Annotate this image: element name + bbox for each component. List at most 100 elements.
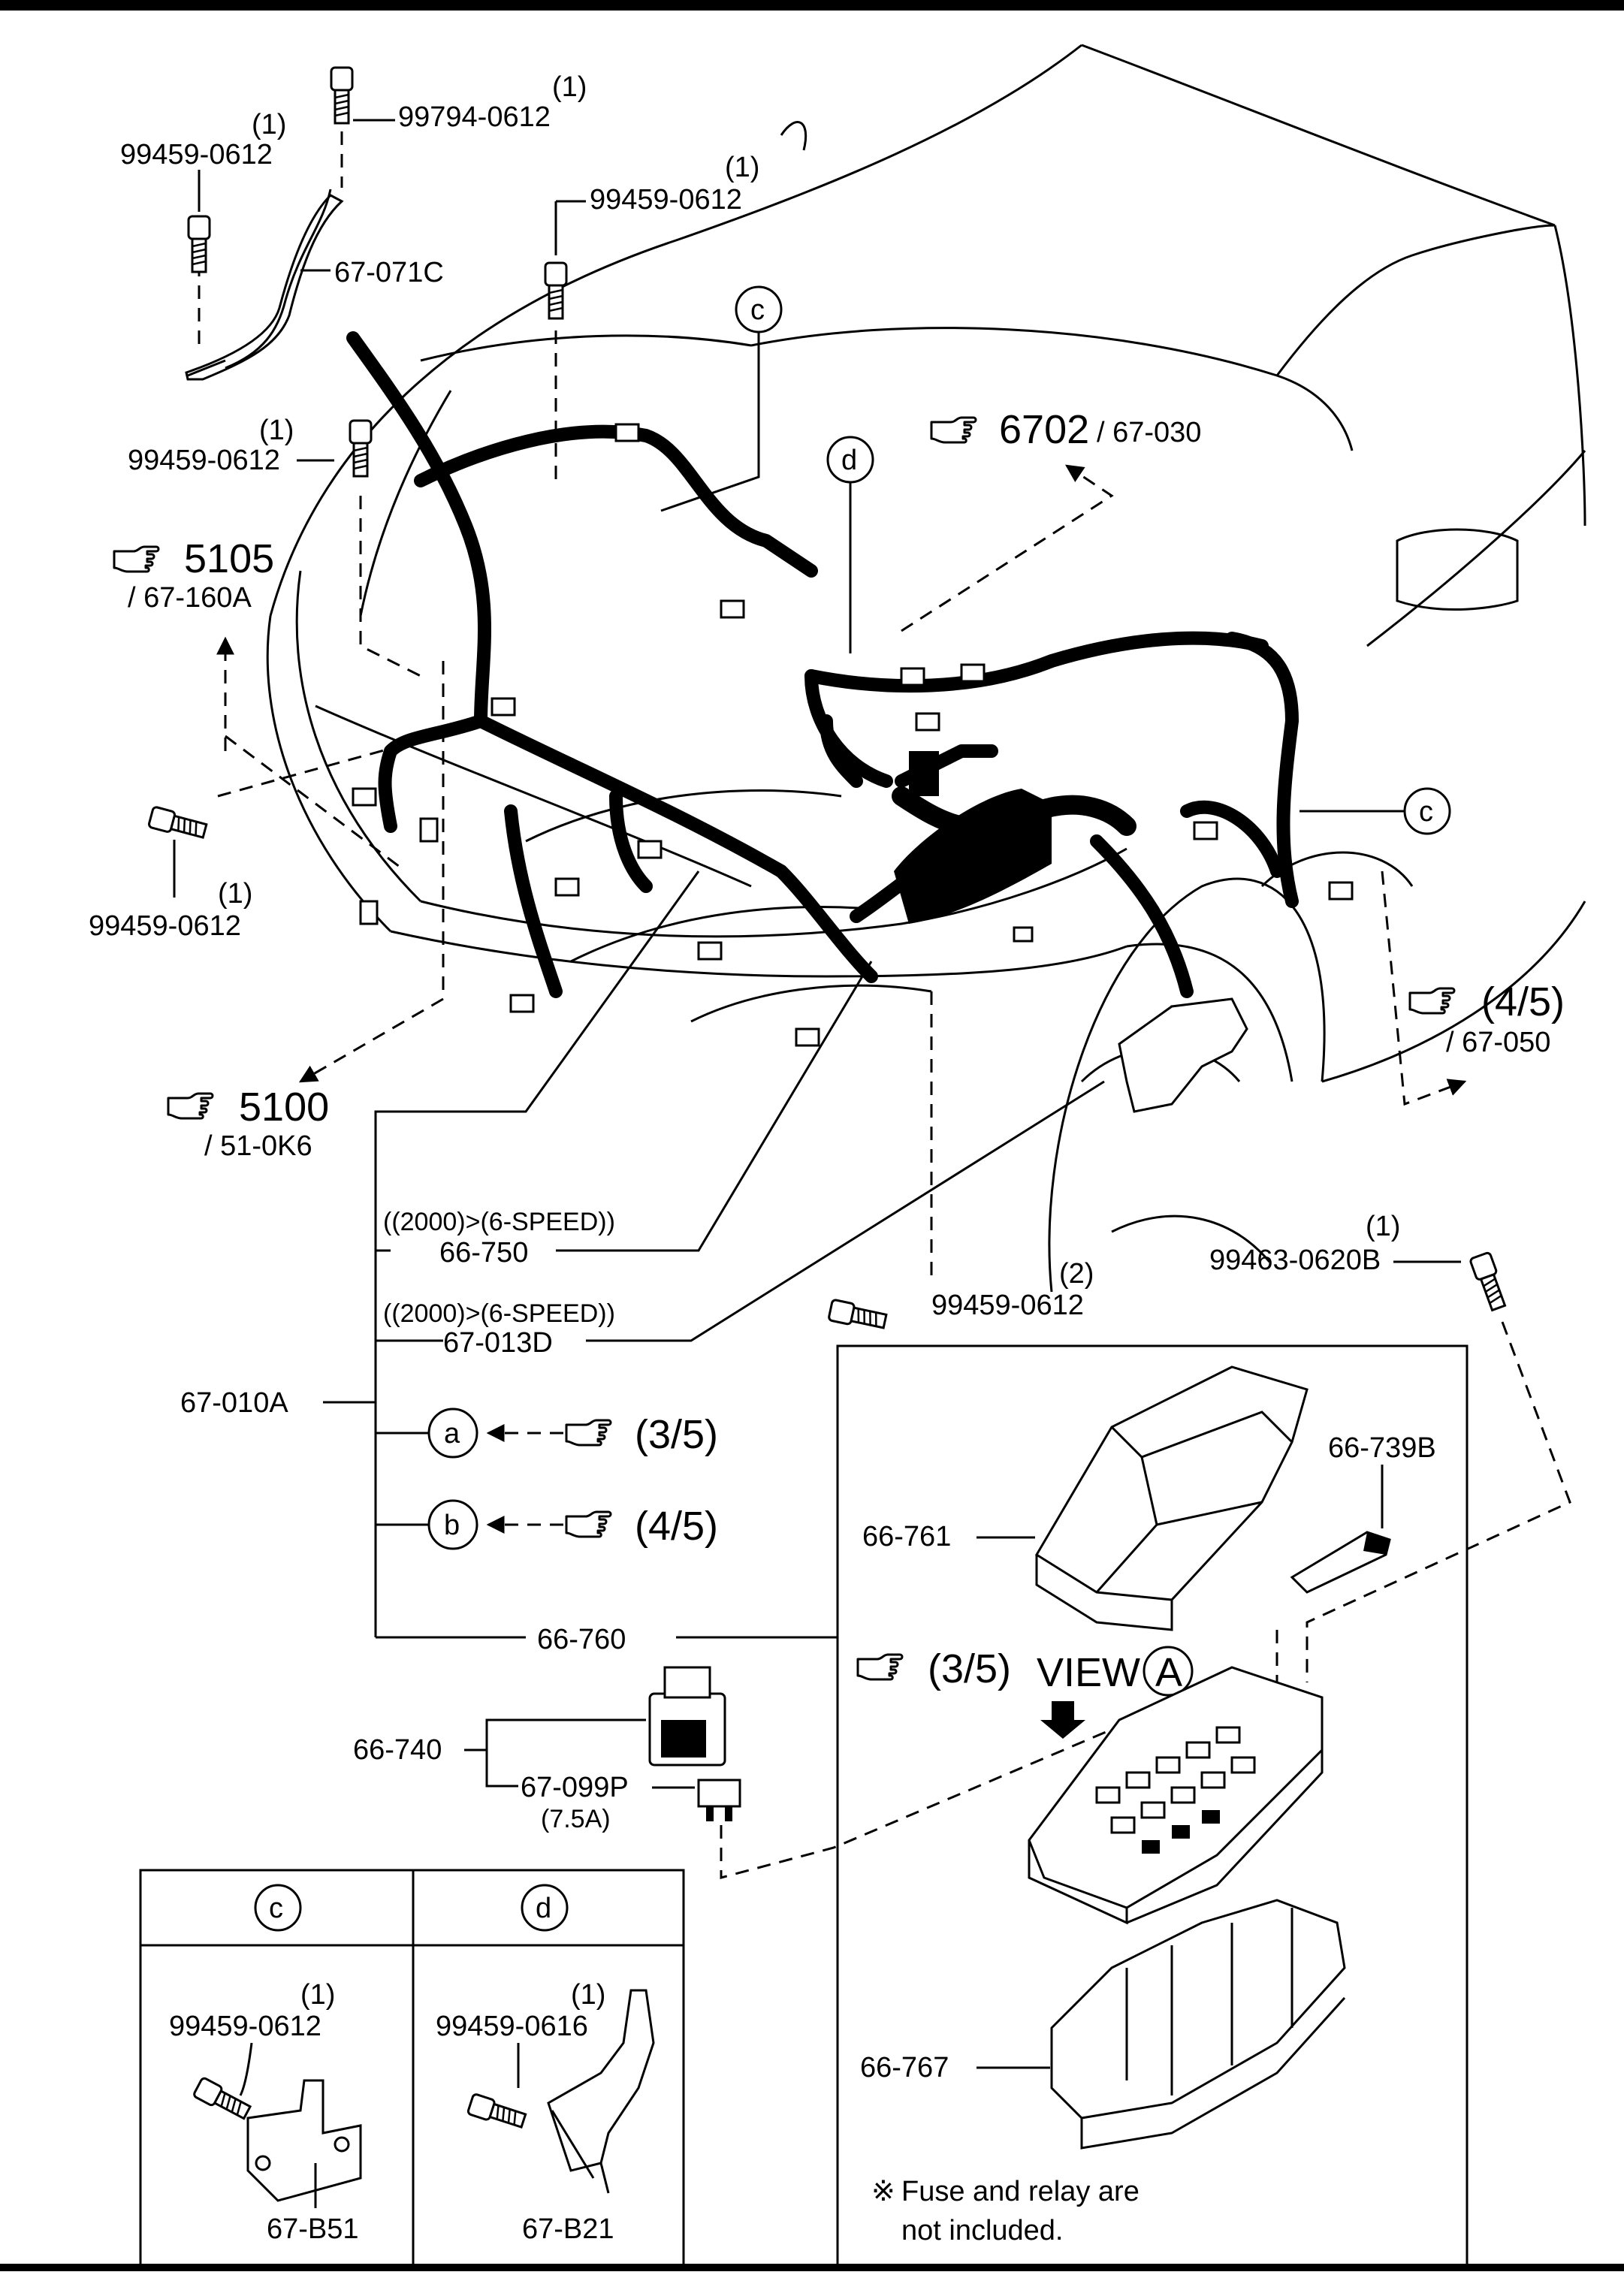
bolt-tl-pn: 99459-0612 bbox=[120, 139, 273, 170]
ref-5105: 5105 / 67-160A bbox=[113, 536, 274, 614]
bolt-tc-pn: 99459-0612 bbox=[590, 184, 742, 216]
ref-6702: 6702 / 67-030 bbox=[930, 407, 1201, 452]
fuse-67-099p bbox=[697, 1779, 741, 1821]
fuse-puller-66-739b bbox=[1290, 1531, 1391, 1594]
pn-66-761: 66-761 bbox=[862, 1521, 951, 1552]
fuse-relay-note: ※ Fuse and relay are not included. bbox=[871, 2176, 1140, 2246]
detail-c-header: c bbox=[269, 1893, 283, 1924]
callout-c-top: c bbox=[735, 285, 783, 333]
pn-67-013d: 67-013D bbox=[443, 1327, 553, 1359]
detail-c-bolt-qty: (1) bbox=[300, 1979, 335, 2011]
bolt-tl-qty: (1) bbox=[252, 109, 286, 140]
svg-text:d: d bbox=[841, 445, 857, 476]
ref-4-5-right: (4/5) / 67-050 bbox=[1408, 979, 1565, 1058]
svg-text:c: c bbox=[750, 294, 765, 326]
ref-b: b (4/5) bbox=[427, 1499, 718, 1550]
bolt-fr-pn: 99463-0620B bbox=[1209, 1245, 1381, 1276]
ref-6702-page: / 67-030 bbox=[1097, 417, 1201, 448]
detail-c: c (1) 99459-0612 67-B51 bbox=[169, 1884, 362, 2245]
pointing-hand-icon bbox=[1408, 987, 1456, 1015]
fuse-block-body bbox=[1028, 1666, 1324, 1925]
pointing-hand-icon bbox=[930, 416, 977, 444]
pn-66-750: 66-750 bbox=[439, 1237, 528, 1269]
view-word: VIEW bbox=[1037, 1650, 1140, 1695]
pn-66-767: 66-767 bbox=[860, 2052, 949, 2083]
ref-5100-page: / 51-0K6 bbox=[204, 1130, 312, 1162]
bolt-fr-qty: (1) bbox=[1366, 1211, 1400, 1242]
detail-d-bolt-icon bbox=[466, 2092, 528, 2132]
note-line-2: not included. bbox=[901, 2215, 1064, 2246]
bolt-ml-pn: 99459-0612 bbox=[128, 445, 280, 476]
relay-fuse-labels: 66-740 67-099P (7.5A) bbox=[353, 1718, 1135, 1879]
engine-fuse-block bbox=[894, 751, 1052, 924]
fuse-box-cover-66-761 bbox=[1034, 1365, 1309, 1631]
pn-67-010a: 67-010A bbox=[180, 1387, 288, 1419]
ref-a-fraction: (3/5) bbox=[635, 1412, 718, 1457]
bolt-99459-tl-icon bbox=[187, 215, 211, 273]
ref-4-5-fraction: (4/5) bbox=[1481, 979, 1565, 1024]
bolt-99794-icon bbox=[330, 66, 354, 125]
pn-66-740: 66-740 bbox=[353, 1734, 442, 1766]
bracket-67-071c bbox=[185, 194, 344, 381]
svg-text:b: b bbox=[444, 1510, 460, 1541]
bolt-99463-icon bbox=[1469, 1251, 1510, 1313]
pointing-hand-icon bbox=[856, 1653, 904, 1681]
fuse-box-panel bbox=[836, 1344, 1469, 2267]
ref-5105-page: / 67-160A bbox=[128, 582, 252, 614]
callout-c-right: c bbox=[1403, 787, 1451, 835]
bolt-fb-qty: (2) bbox=[1059, 1258, 1094, 1290]
bolt-ml-qty: (1) bbox=[259, 415, 294, 446]
ref-6702-number: 6702 bbox=[999, 407, 1089, 452]
bolt-tc-qty: (1) bbox=[725, 152, 759, 183]
tree-leaders bbox=[323, 870, 1105, 1639]
bolt-99459-tc-icon bbox=[544, 261, 568, 320]
pointing-hand-icon bbox=[565, 1510, 612, 1538]
pn-67-099p: 67-099P bbox=[521, 1772, 629, 1803]
ref-a: a (3/5) bbox=[427, 1408, 718, 1459]
vehicle-outline bbox=[266, 44, 1586, 1293]
bolt-99459-fb-icon bbox=[827, 1298, 889, 1333]
bolt-99459-ml-icon bbox=[349, 419, 373, 478]
bolt-fb-pn: 99459-0612 bbox=[931, 1290, 1084, 1321]
condition-67-013d: ((2000)>(6-SPEED)) bbox=[383, 1299, 615, 1328]
bolt-99459-ll-icon bbox=[146, 805, 209, 843]
view-ref-fraction: (3/5) bbox=[928, 1646, 1011, 1691]
harness-connectors bbox=[352, 423, 1354, 1047]
pn-66-739b: 66-739B bbox=[1328, 1432, 1436, 1464]
detail-d: d (1) 99459-0616 67-B21 bbox=[436, 1884, 655, 2245]
bottom-border bbox=[0, 2264, 1624, 2271]
detail-d-bolt-pn: 99459-0616 bbox=[436, 2011, 588, 2042]
top-border bbox=[0, 0, 1624, 11]
solid-down-arrow-icon bbox=[1040, 1701, 1085, 1739]
fuse-rating: (7.5A) bbox=[541, 1805, 611, 1833]
bolt-ll-pn: 99459-0612 bbox=[89, 910, 241, 942]
fuse-box-lower-case-66-767 bbox=[1050, 1899, 1346, 2150]
view-a-header: (3/5) VIEW A bbox=[856, 1646, 1194, 1739]
bracket-67-071c-label: 67-071C bbox=[334, 257, 444, 288]
callout-lines bbox=[173, 131, 1571, 1697]
detail-c-bolt-icon bbox=[192, 2076, 253, 2123]
note-mark: ※ bbox=[871, 2176, 895, 2207]
svg-text:a: a bbox=[444, 1418, 460, 1450]
detail-d-part: 67-B21 bbox=[522, 2213, 614, 2245]
bolt-top-pn: 99794-0612 bbox=[398, 101, 551, 133]
note-line-1: Fuse and relay are bbox=[901, 2176, 1140, 2207]
part-labels: (1) 99794-0612 (1) 99459-0612 67-071C (1… bbox=[89, 71, 1461, 1655]
pointing-hand-icon bbox=[167, 1092, 214, 1120]
detail-d-bolt-qty: (1) bbox=[571, 1979, 605, 2011]
detail-d-header: d bbox=[536, 1893, 551, 1924]
bolt-top-qty: (1) bbox=[552, 71, 587, 103]
condition-66-750: ((2000)>(6-SPEED)) bbox=[383, 1208, 615, 1236]
callout-d: d bbox=[826, 436, 874, 484]
bolt-ll-qty: (1) bbox=[218, 878, 252, 910]
ref-5100: 5100 / 51-0K6 bbox=[167, 1085, 329, 1162]
terminal-box bbox=[1118, 997, 1248, 1113]
ref-5105-number: 5105 bbox=[184, 536, 274, 581]
svg-text:c: c bbox=[1419, 796, 1433, 828]
ref-b-fraction: (4/5) bbox=[635, 1504, 718, 1549]
pointing-hand-icon bbox=[113, 545, 160, 573]
ref-5100-number: 5100 bbox=[239, 1085, 329, 1130]
pointing-hand-icon bbox=[565, 1419, 612, 1447]
pn-66-760: 66-760 bbox=[537, 1624, 626, 1655]
